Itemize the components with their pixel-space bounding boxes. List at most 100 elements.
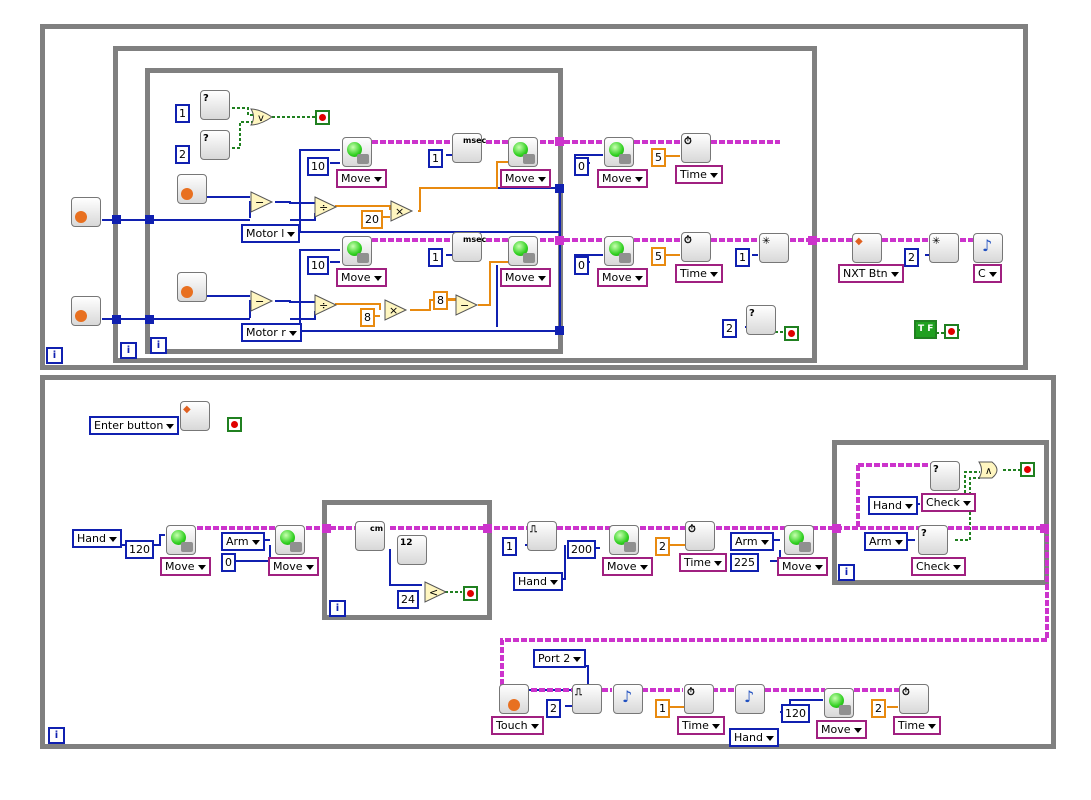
factor-constant[interactable]: 8: [360, 308, 375, 327]
motor-move-block[interactable]: [784, 525, 814, 555]
motor-l-selector[interactable]: Motor l: [241, 224, 301, 243]
motor-check-block[interactable]: ?: [918, 525, 948, 555]
threshold-constant[interactable]: 24: [397, 590, 419, 609]
time-dropdown[interactable]: Time: [675, 264, 723, 283]
arm-selector[interactable]: Arm: [221, 532, 265, 551]
port-constant[interactable]: 2: [546, 699, 561, 718]
motor-move-block[interactable]: [166, 525, 196, 555]
check-dropdown[interactable]: Check: [921, 493, 976, 512]
motor-check-block[interactable]: ?: [930, 461, 960, 491]
time-constant[interactable]: 2: [655, 537, 670, 556]
move-dropdown[interactable]: Move: [336, 169, 387, 188]
light-sensor-block[interactable]: [71, 197, 101, 227]
motor-move-block[interactable]: [508, 236, 538, 266]
time-constant[interactable]: 5: [651, 247, 666, 266]
nxt-btn-dropdown[interactable]: NXT Btn: [838, 264, 904, 283]
factor-constant[interactable]: 8: [433, 291, 448, 310]
port-constant[interactable]: 1: [735, 248, 750, 267]
touch-sensor-block[interactable]: ?: [746, 305, 776, 335]
motor-move-block[interactable]: [275, 525, 305, 555]
enter-button-selector[interactable]: Enter button: [89, 416, 180, 435]
outer-while-loop-top[interactable]: [40, 24, 1028, 370]
wait-msec-block[interactable]: msec: [452, 232, 486, 262]
sound-block[interactable]: ♪: [735, 684, 765, 714]
motor-move-block[interactable]: [342, 137, 372, 167]
time-dropdown[interactable]: Time: [679, 553, 727, 572]
wait-time-block[interactable]: ⏱: [681, 232, 711, 262]
touch-sensor-block[interactable]: [499, 684, 529, 714]
time-constant[interactable]: 2: [871, 699, 886, 718]
move-dropdown[interactable]: Move: [816, 720, 867, 739]
move-dropdown[interactable]: Move: [777, 557, 828, 576]
motor-move-block[interactable]: [508, 137, 538, 167]
ultrasonic-sensor-block[interactable]: cm: [355, 521, 385, 551]
arm-selector[interactable]: Arm: [864, 532, 908, 551]
wait-time-block[interactable]: ⏱: [899, 684, 929, 714]
check-dropdown[interactable]: Check: [911, 557, 966, 576]
move-dropdown[interactable]: Move: [500, 268, 551, 287]
position-constant[interactable]: 225: [730, 553, 759, 572]
move-dropdown[interactable]: Move: [597, 169, 648, 188]
move-dropdown[interactable]: Move: [268, 557, 319, 576]
hand-selector[interactable]: Hand: [868, 496, 918, 515]
arm-selector[interactable]: Arm: [730, 532, 774, 551]
middle-while-loop[interactable]: [113, 46, 817, 363]
time-constant[interactable]: 1: [655, 699, 670, 718]
move-dropdown[interactable]: Move: [597, 268, 648, 287]
number-display-block[interactable]: 12: [397, 535, 427, 565]
power-constant[interactable]: 0: [574, 157, 589, 176]
outer-while-loop-bottom[interactable]: [40, 375, 1056, 749]
power-constant[interactable]: 200: [567, 540, 596, 559]
hand-selector[interactable]: Hand: [729, 728, 779, 747]
motor-move-block[interactable]: [604, 236, 634, 266]
port-selector[interactable]: Port 2: [533, 649, 587, 668]
port-constant[interactable]: 1: [175, 104, 190, 123]
motor-move-block[interactable]: [824, 688, 854, 718]
wait-time-block[interactable]: ⏱: [681, 133, 711, 163]
port-constant[interactable]: 2: [722, 319, 737, 338]
wait-time-block[interactable]: ⏱: [685, 521, 715, 551]
note-dropdown[interactable]: C: [973, 264, 1002, 283]
time-dropdown[interactable]: Time: [675, 165, 723, 184]
boolean-constant[interactable]: T F: [914, 320, 938, 339]
position-constant[interactable]: 0: [221, 553, 236, 572]
move-dropdown[interactable]: Move: [500, 169, 551, 188]
motor-move-block[interactable]: [609, 525, 639, 555]
port-constant[interactable]: 2: [904, 248, 919, 267]
position-constant[interactable]: 120: [125, 540, 154, 559]
wait-sensor-block[interactable]: ⎍: [527, 521, 557, 551]
power-constant[interactable]: 10: [307, 256, 329, 275]
position-constant[interactable]: 120: [781, 704, 810, 723]
hand-selector[interactable]: Hand: [513, 572, 563, 591]
move-dropdown[interactable]: Move: [160, 557, 211, 576]
time-dropdown[interactable]: Time: [677, 716, 725, 735]
touch-sensor-block[interactable]: ?: [200, 90, 230, 120]
power-constant[interactable]: 0: [574, 256, 589, 275]
light-sensor-block[interactable]: [177, 174, 207, 204]
move-dropdown[interactable]: Move: [336, 268, 387, 287]
factor-constant[interactable]: 20: [361, 210, 383, 229]
touch-dropdown[interactable]: Touch: [491, 716, 544, 735]
light-sensor-block[interactable]: ✳: [929, 233, 959, 263]
power-constant[interactable]: 10: [307, 157, 329, 176]
light-sensor-block[interactable]: ✳: [759, 233, 789, 263]
motor-move-block[interactable]: [342, 236, 372, 266]
touch-sensor-block[interactable]: ?: [200, 130, 230, 160]
motor-r-selector[interactable]: Motor r: [241, 323, 302, 342]
hand-selector[interactable]: Hand: [72, 529, 122, 548]
wait-sensor-block[interactable]: ⎍: [572, 684, 602, 714]
time-constant[interactable]: 1: [428, 149, 443, 168]
move-dropdown[interactable]: Move: [602, 557, 653, 576]
sound-block[interactable]: ♪: [613, 684, 643, 714]
light-sensor-block[interactable]: [71, 296, 101, 326]
check-loop[interactable]: [832, 440, 1049, 585]
sound-block[interactable]: ♪: [973, 233, 1003, 263]
light-sensor-block[interactable]: [177, 272, 207, 302]
nxt-button-block[interactable]: ◆: [852, 233, 882, 263]
wait-msec-block[interactable]: msec: [452, 133, 486, 163]
nxt-button-block[interactable]: ◆: [180, 401, 210, 431]
time-constant[interactable]: 1: [428, 248, 443, 267]
wait-constant[interactable]: 1: [502, 537, 517, 556]
time-constant[interactable]: 5: [651, 148, 666, 167]
time-dropdown[interactable]: Time: [893, 716, 941, 735]
